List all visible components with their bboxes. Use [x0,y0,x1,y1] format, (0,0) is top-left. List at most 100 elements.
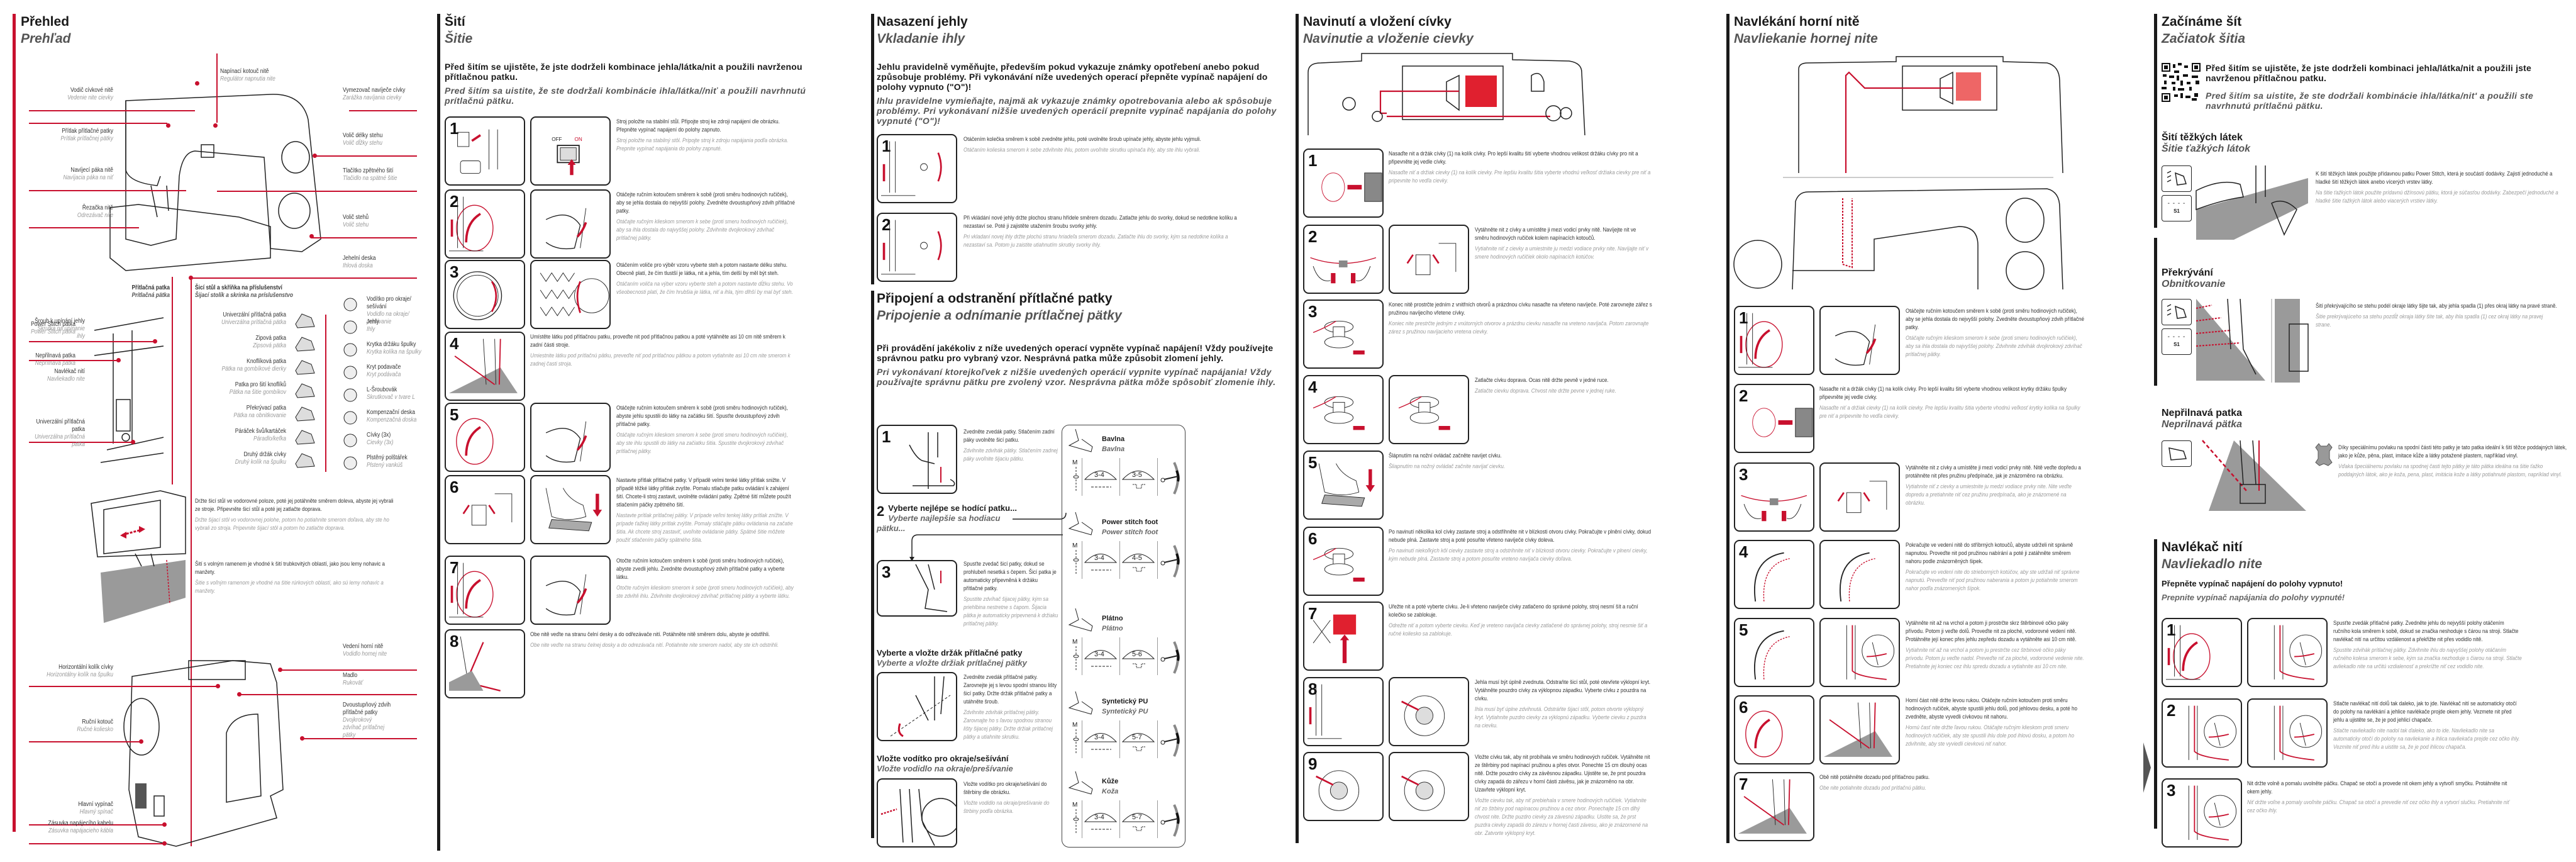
needle-icon [1073,467,1079,492]
step-illustration [1846,625,1895,680]
upper-step-3-text: Vytáhněte nit z cívky a umístěte ji mezi… [1906,464,2081,507]
upper-step-2-image-a: 2 [1734,384,1814,453]
accessories-heading: Šicí stůl a skříňka na příslušenství Šij… [195,284,293,299]
needle-warning: Jehlu pravidelně vyměňujte, především po… [877,62,1277,126]
sewing-step-4-image-a: 4 [445,332,525,401]
sewing-step-4-text: Umístěte látku pod přítlačnou patku, pro… [530,333,791,367]
presser-step-3-image: 3 [877,560,957,617]
sewing-step-7-text: Otočte ručním kotoučem směrem k sobě (pr… [616,557,794,600]
accessory-icon [295,360,315,375]
bobbin-step-3-image-a: 3 [1303,299,1384,369]
stitch-length: 3-4 [1094,814,1104,821]
bobbin-step-2-image-b [1389,225,1469,294]
bobbin-step-7-text: Uřežte nit a poté vyberte cívku. Je-li v… [1389,603,1648,637]
fabric-name: Syntetický PU [1102,698,1148,705]
step-illustration [545,208,587,250]
step-illustration [1307,684,1342,739]
step-illustration [881,220,942,275]
bobbin-step-1-image-a: 1 [1303,148,1384,218]
svg-text:ON: ON [575,137,582,142]
accessory-item: Cívky (3x)Cievky (3x) [367,432,394,446]
step-number: 2 [450,192,459,211]
upper-step-3-image-a: 3 [1734,462,1814,532]
step-illustration [1406,243,1457,276]
step-number: 5 [450,405,459,424]
step-illustration [1824,702,1892,757]
accessory-icon [343,434,357,447]
upper-step-4-text: Pokračujte ve vedení nitě do stříbrných … [1906,542,2080,592]
straight-stitch-arc [1084,813,1118,830]
needle-icon [1073,646,1079,671]
needle-icon [1073,729,1079,754]
step-illustration [1321,172,1382,202]
presser-foot-icon [1068,771,1093,795]
step-illustration [1313,396,1365,430]
bobbin-step-8-text: Jehla musí být úplně zvednuta. Odstraňte… [1475,679,1651,729]
section-bar [13,14,16,832]
step-illustration [545,488,602,532]
heavy-foot-icon [2162,165,2192,192]
sewing-warning: Před šitím se ujistěte, že jste dodrželi… [445,62,806,106]
sewing-step-7-image-b [530,556,611,625]
bobbin-step-2-image-a: 2 [1303,225,1384,294]
accessory-icon [343,298,357,311]
step-illustration [453,271,502,320]
step-number: 4 [450,334,459,353]
fabric-name: Plátno [1102,615,1123,622]
needle-size: M [1072,639,1078,646]
marker [309,234,314,238]
stitch-length: 3-4 [1094,471,1104,479]
fabric-name: Bavlna [1102,435,1125,443]
step-illustration [1316,770,1360,811]
accessory-icon [295,337,315,352]
step-illustration [449,196,494,252]
straight-stitch-arc [1084,733,1118,750]
stitch-length: 3-4 [1094,734,1104,741]
table-instructions: Držte šicí stůl ve vodorovné poloze, pot… [195,498,394,532]
step-number: 3 [1308,302,1318,321]
accessory-icon [295,383,315,398]
step-number: 8 [1308,680,1318,698]
sewing-subtitle: Šitie [445,31,473,46]
needle-size: M [1072,542,1078,549]
step-illustration [457,129,498,174]
svg-text:OFF: OFF [552,137,562,142]
threader-step-1-image-b [2247,618,2328,687]
upper-thread-column: Navlékání horní nitě Navliekanie hornej … [1723,0,2151,862]
section-bar [871,291,874,838]
needle-subtitle: Vkladanie ihly [877,31,965,46]
marker [189,276,193,280]
step-illustration [2188,785,2237,841]
overlock-foot-icon [2162,299,2192,325]
fabric-name: Kůže [1102,778,1119,785]
bobbin-subtitle: Navinutie a vloženie cievky [1303,31,1474,46]
step-number: 2 [882,215,891,234]
fabric-name-sk: Bavlna [1102,445,1125,453]
step-number: 4 [1308,378,1318,396]
sewing-step-5-text: Otáčejte ručním kotoučem směrem k sobě (… [616,405,788,455]
bobbin-step-4-image-b [1389,375,1469,444]
machine-front-illustration [109,94,321,271]
step-number: 1 [1308,151,1318,170]
zigzag-stitch-arc [1121,813,1155,831]
fabric-name-sk: Koža [1102,788,1119,795]
connector-arrow [909,512,1067,561]
start-title: Začínáme šít [2162,14,2242,29]
accessory-icon [343,366,357,379]
step-number: 7 [1308,604,1318,623]
bobbin-step-5-text: Šlápnutím na nožní ovládač začněte navíj… [1389,452,1506,470]
step-illustration [462,493,513,526]
step-illustration [1313,547,1365,582]
step-illustration: OFF ON [552,137,582,176]
sewing-step-1-text: Stroj položte na stabilní stůl. Připojte… [616,118,789,152]
